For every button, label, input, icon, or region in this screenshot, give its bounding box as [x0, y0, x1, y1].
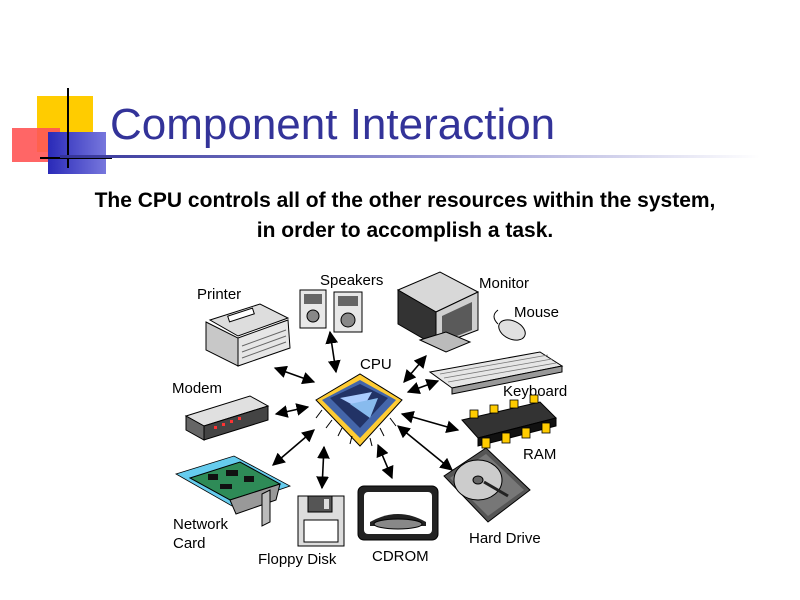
label-speakers: Speakers: [320, 272, 383, 289]
network-card-icon: [175, 455, 291, 527]
deco-blue-square: [48, 132, 106, 174]
arrow-cpu-floppy: [316, 445, 330, 490]
keyboard-icon: [428, 351, 564, 395]
printer-icon: [205, 303, 291, 367]
label-modem: Modem: [172, 380, 222, 397]
arrow-cpu-network: [272, 429, 315, 466]
monitor-icon: [396, 271, 480, 353]
connection-arrows: [272, 330, 460, 490]
speakers-icon: [299, 289, 363, 333]
label-cdrom: CDROM: [372, 548, 429, 565]
arrow-cpu-harddrive: [397, 425, 453, 471]
deco-vertical-line: [67, 88, 69, 168]
label-printer: Printer: [197, 286, 241, 303]
label-ram: RAM: [523, 446, 556, 463]
cpu-icon: [315, 373, 403, 447]
arrow-cpu-modem: [274, 403, 310, 418]
label-mouse: Mouse: [514, 304, 559, 321]
label-network-line2: Card: [173, 535, 206, 552]
floppy-disk-icon: [297, 495, 345, 547]
arrow-cpu-monitor: [403, 355, 427, 383]
arrow-cpu-speakers: [325, 330, 341, 374]
arrow-cpu-printer: [273, 365, 316, 385]
slide-subtitle: The CPU controls all of the other resour…: [20, 186, 790, 246]
arrow-cpu-keyboard: [406, 378, 440, 395]
cdrom-icon: [357, 485, 439, 541]
mouse-icon: [493, 309, 526, 341]
label-keyboard: Keyboard: [503, 383, 567, 400]
label-monitor: Monitor: [479, 275, 529, 292]
label-cpu: CPU: [360, 356, 392, 373]
label-network-line1: Network: [173, 516, 229, 533]
subtitle-line-2: in order to accomplish a task.: [256, 219, 554, 242]
title-rule: [60, 155, 760, 158]
subtitle-line-1: The CPU controls all of the other resour…: [94, 189, 716, 212]
label-floppy: Floppy Disk: [258, 551, 337, 568]
arrow-cpu-ram: [400, 411, 460, 433]
arrow-cpu-cdrom: [376, 443, 394, 480]
deco-horizontal-line: [40, 157, 112, 159]
modem-icon: [184, 395, 270, 441]
slide-title: Component Interaction: [110, 100, 556, 149]
ram-icon: [461, 394, 557, 449]
label-hard-drive: Hard Drive: [469, 530, 541, 547]
hard-drive-icon: [443, 447, 531, 523]
